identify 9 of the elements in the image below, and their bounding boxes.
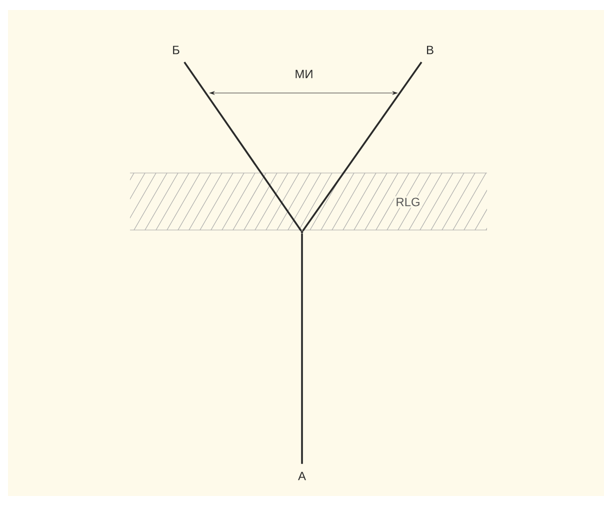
point-label: В — [427, 46, 434, 54]
band-label: RLG — [394, 196, 422, 208]
line — [301, 233, 303, 464]
line — [184, 62, 302, 232]
point-label: А — [298, 472, 306, 480]
dimension-label: МИ — [296, 70, 312, 78]
line — [302, 62, 422, 232]
junction-point — [300, 230, 304, 234]
point-label: Б — [173, 46, 180, 54]
